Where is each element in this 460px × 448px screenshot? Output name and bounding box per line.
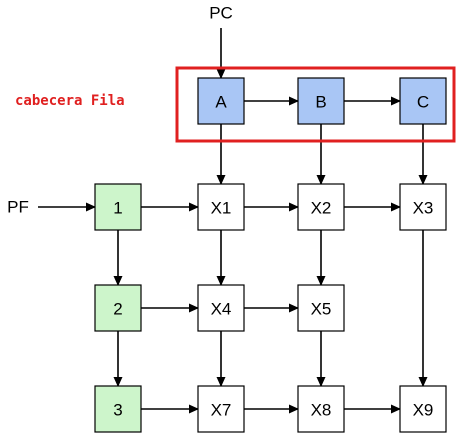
node-box: [197, 284, 245, 332]
node-box: [197, 77, 245, 125]
cell-node-x7: X7: [197, 385, 245, 433]
node-box: [297, 385, 345, 433]
header-node-a: A: [197, 77, 245, 125]
node-label: A: [215, 93, 227, 112]
node-box: [399, 77, 447, 125]
node-label: B: [315, 93, 326, 112]
node-box: [94, 385, 142, 433]
row-node-3: 3: [94, 385, 142, 433]
node-box: [399, 385, 447, 433]
row-node-1: 1: [94, 183, 142, 231]
node-box: [94, 183, 142, 231]
node-label: 2: [113, 300, 122, 319]
cell-node-x5: X5: [297, 284, 345, 332]
node-box: [297, 77, 345, 125]
pf-label: PF: [7, 198, 29, 217]
cell-node-x2: X2: [297, 183, 345, 231]
node-box: [297, 284, 345, 332]
edges-layer: [38, 28, 428, 414]
cell-node-x3: X3: [399, 183, 447, 231]
node-label: X3: [413, 199, 434, 218]
node-label: X7: [211, 401, 232, 420]
node-label: X4: [211, 300, 232, 319]
cell-node-x9: X9: [399, 385, 447, 433]
header-row-highlight: [175, 66, 456, 143]
pc-label: PC: [209, 4, 233, 23]
cell-node-x8: X8: [297, 385, 345, 433]
node-label: 1: [113, 199, 122, 218]
cell-node-x1: X1: [197, 183, 245, 231]
node-box: [399, 183, 447, 231]
cell-node-x4: X4: [197, 284, 245, 332]
node-label: C: [417, 93, 429, 112]
node-label: X2: [311, 199, 332, 218]
node-label: X8: [311, 401, 332, 420]
node-box: [94, 284, 142, 332]
node-label: X5: [311, 300, 332, 319]
node-label: X9: [413, 401, 434, 420]
header-node-b: B: [297, 77, 345, 125]
node-box: [197, 385, 245, 433]
node-box: [297, 183, 345, 231]
node-label: 3: [113, 401, 122, 420]
node-label: X1: [211, 199, 232, 218]
header-node-c: C: [399, 77, 447, 125]
row-node-2: 2: [94, 284, 142, 332]
header-row-label: cabecera Fila: [15, 93, 125, 109]
node-box: [197, 183, 245, 231]
